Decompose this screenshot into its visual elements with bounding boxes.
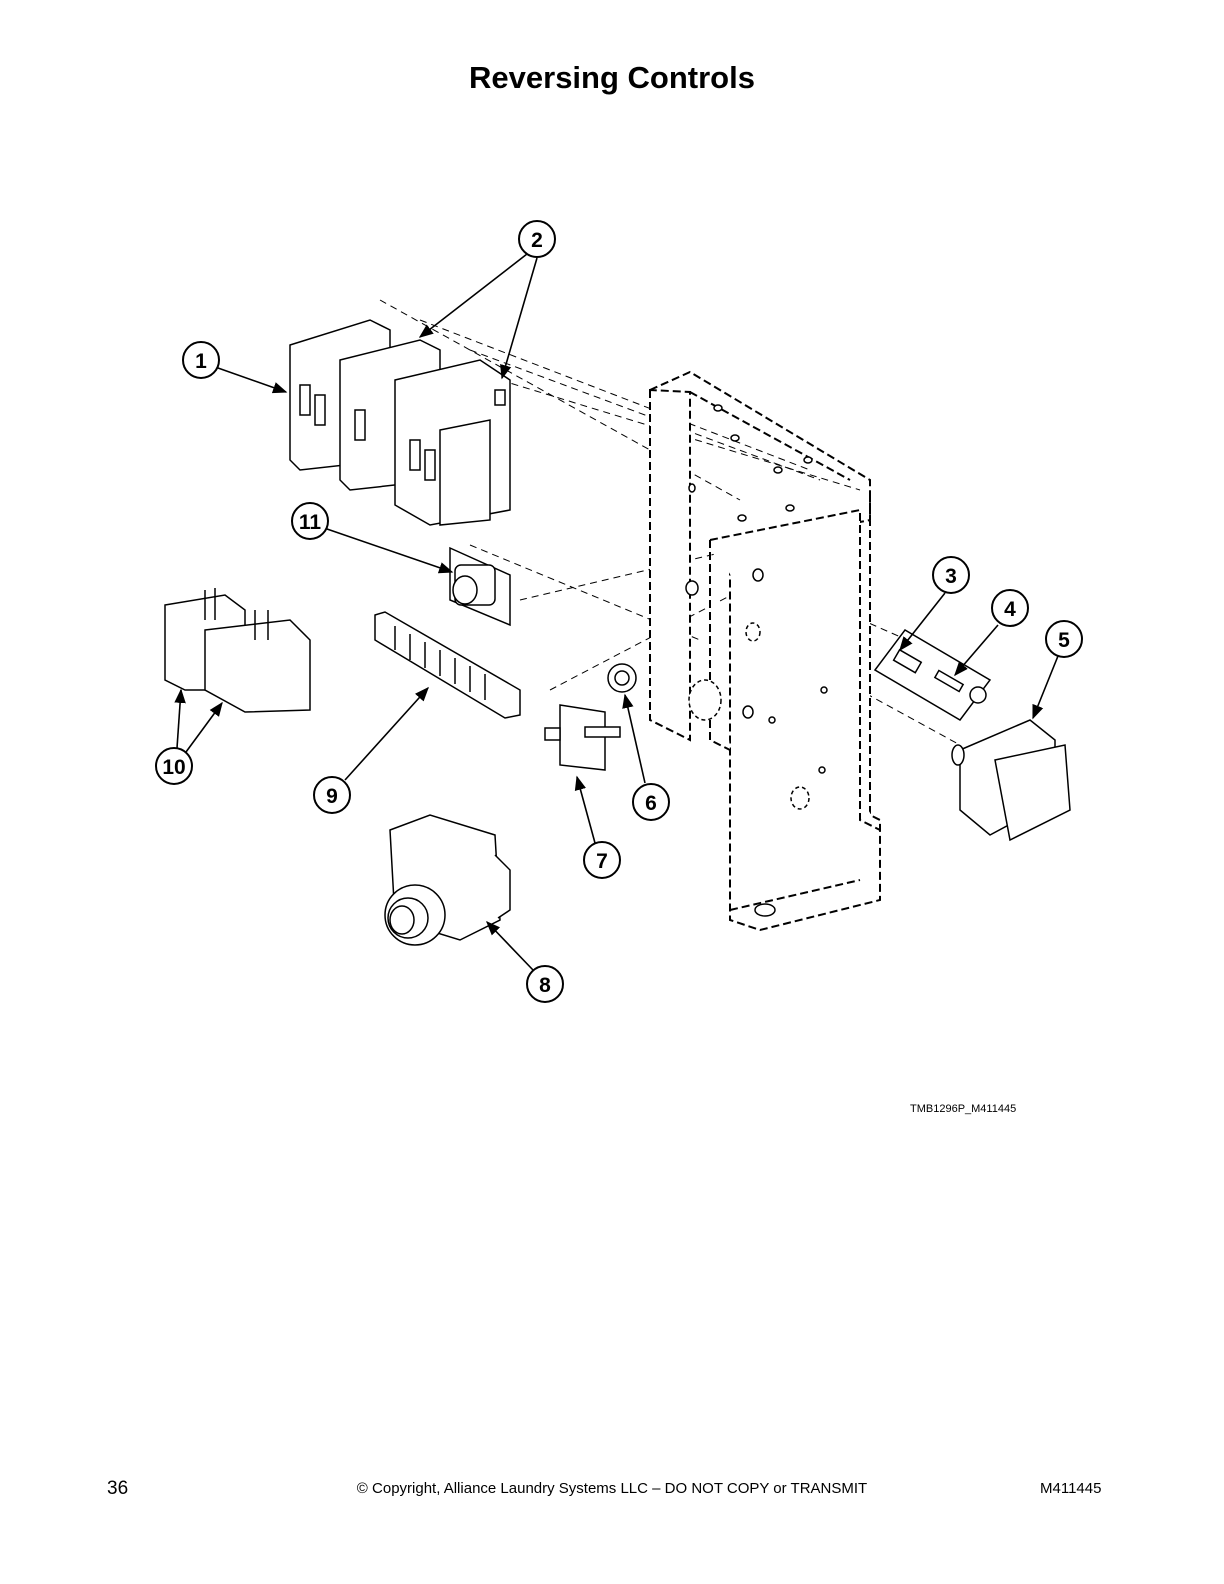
contactor-assembly [289,319,511,526]
svg-text:5: 5 [1058,629,1070,652]
svg-text:3: 3 [945,565,957,588]
part-3-4-fuse-set [873,629,992,721]
svg-text:6: 6 [645,792,657,815]
copyright-notice: © Copyright, Alliance Laundry Systems LL… [356,1480,868,1497]
document-number: M411445 [1040,1480,1102,1497]
page-title: Reversing Controls [469,60,755,95]
leader-arrows [174,253,1059,971]
callout-10: 10 [155,747,193,785]
callout-8: 8 [526,965,564,1003]
svg-text:1: 1 [195,350,207,373]
callout-1: 1 [182,341,220,379]
svg-text:10: 10 [162,756,185,779]
callout-3: 3 [932,556,970,594]
panel-holes [685,404,828,917]
svg-text:2: 2 [531,229,543,252]
callout-11: 11 [291,502,329,540]
page-number: 36 [107,1478,129,1499]
callout-2: 2 [518,220,556,258]
svg-text:11: 11 [299,511,322,534]
svg-text:8: 8 [539,974,551,997]
part-10-overload-relays [164,588,311,713]
svg-text:9: 9 [326,785,338,808]
callout-4: 4 [991,589,1029,627]
part-8-timer [384,814,511,946]
svg-text:4: 4 [1004,598,1016,621]
part-5-push-button [951,719,1071,842]
svg-text:7: 7 [596,850,608,873]
part-6-lockwasher [607,663,637,693]
callout-7: 7 [583,841,621,879]
part-7-rotary-switch [544,704,621,771]
part-9-terminal-strip [374,611,521,719]
callout-9: 9 [313,776,351,814]
callout-5: 5 [1045,620,1083,658]
part-11-switch [449,546,511,627]
mounting-panel [649,370,881,932]
callout-6: 6 [632,783,670,821]
drawing-id: TMB1296P_M411445 [910,1103,1017,1115]
